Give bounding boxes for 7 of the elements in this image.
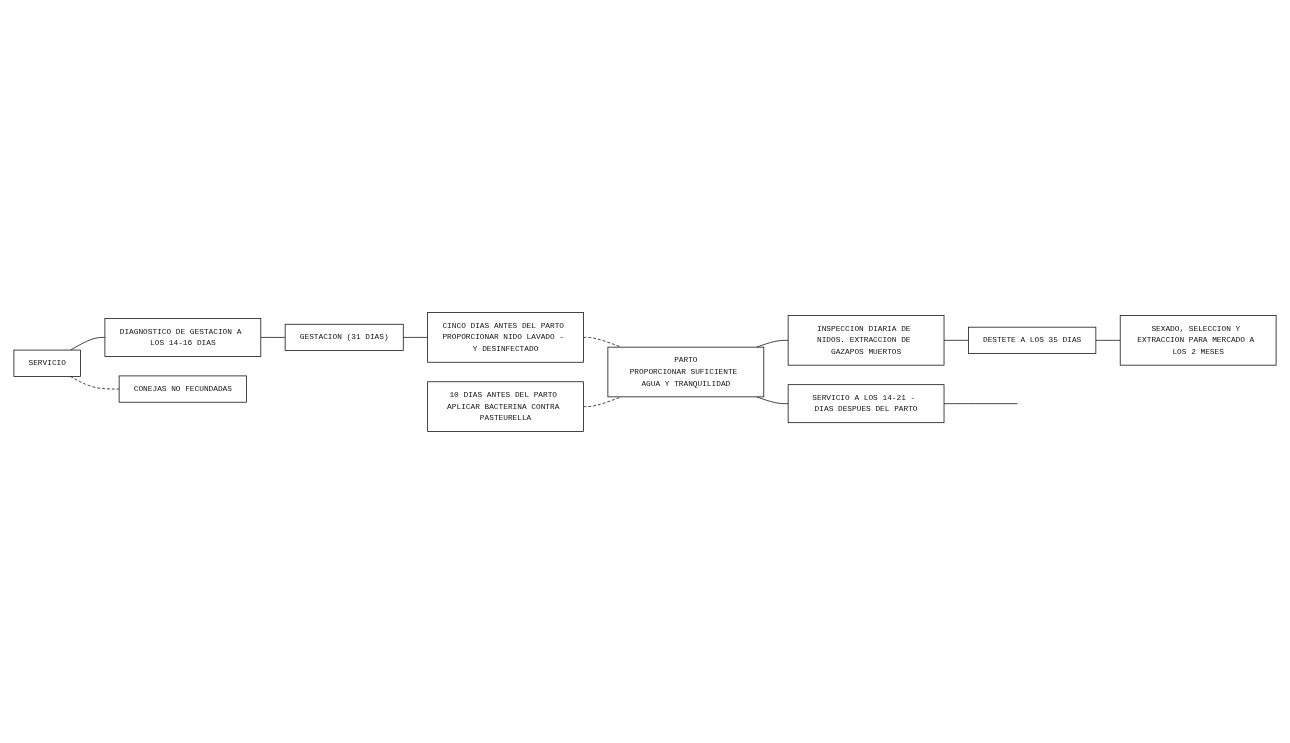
connector — [402, 336, 428, 338]
connector — [943, 402, 1018, 404]
connector — [260, 336, 286, 338]
connector — [70, 336, 106, 350]
connector — [943, 339, 969, 341]
connector — [1095, 339, 1121, 341]
connector — [756, 395, 789, 404]
